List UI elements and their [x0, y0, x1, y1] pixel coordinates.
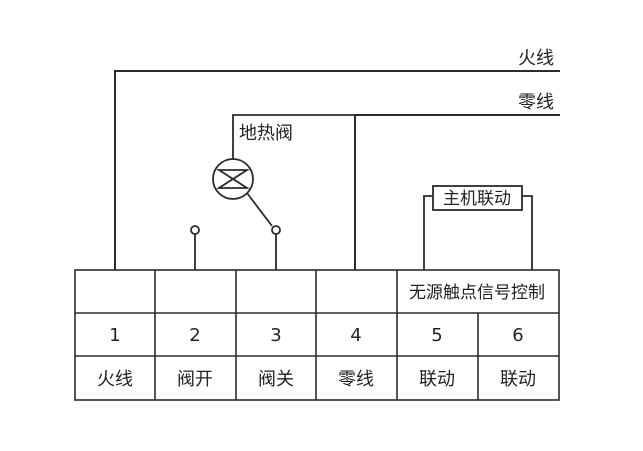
terminal-block: 无源触点信号控制 1 2 3 4 5 6 火线 阀开 阀关 零线 联动 联动 — [74, 269, 560, 401]
terminal-header-note: 无源触点信号控制 — [409, 283, 545, 303]
neutral-wire: 零线 — [354, 92, 560, 270]
terminal-number: 4 — [350, 325, 361, 346]
linkage-box — [432, 185, 523, 211]
terminal-name: 联动 — [419, 369, 455, 390]
linkage-box-label: 主机联动 — [443, 189, 511, 209]
valve-circuit: 地热阀 — [190, 114, 355, 270]
linkage-circuit: 主机联动 — [423, 185, 533, 270]
terminal-number: 1 — [109, 325, 120, 346]
live-wire: 火线 — [114, 48, 560, 270]
terminal-number: 2 — [189, 325, 200, 346]
valve-label: 地热阀 — [239, 123, 293, 144]
terminal-name: 阀关 — [258, 369, 294, 390]
terminal-number: 6 — [512, 325, 523, 346]
terminal-name: 零线 — [338, 369, 374, 390]
live-wire-label: 火线 — [518, 48, 554, 69]
valve-symbol-icon — [212, 158, 254, 200]
valve-open-post — [190, 225, 200, 270]
neutral-wire-label: 零线 — [518, 92, 554, 113]
terminal-number: 3 — [270, 325, 281, 346]
terminal-name: 联动 — [500, 369, 536, 390]
terminal-number: 5 — [431, 325, 442, 346]
terminal-name: 阀开 — [177, 369, 213, 390]
valve-close-post — [271, 225, 281, 270]
terminal-name: 火线 — [97, 369, 133, 390]
